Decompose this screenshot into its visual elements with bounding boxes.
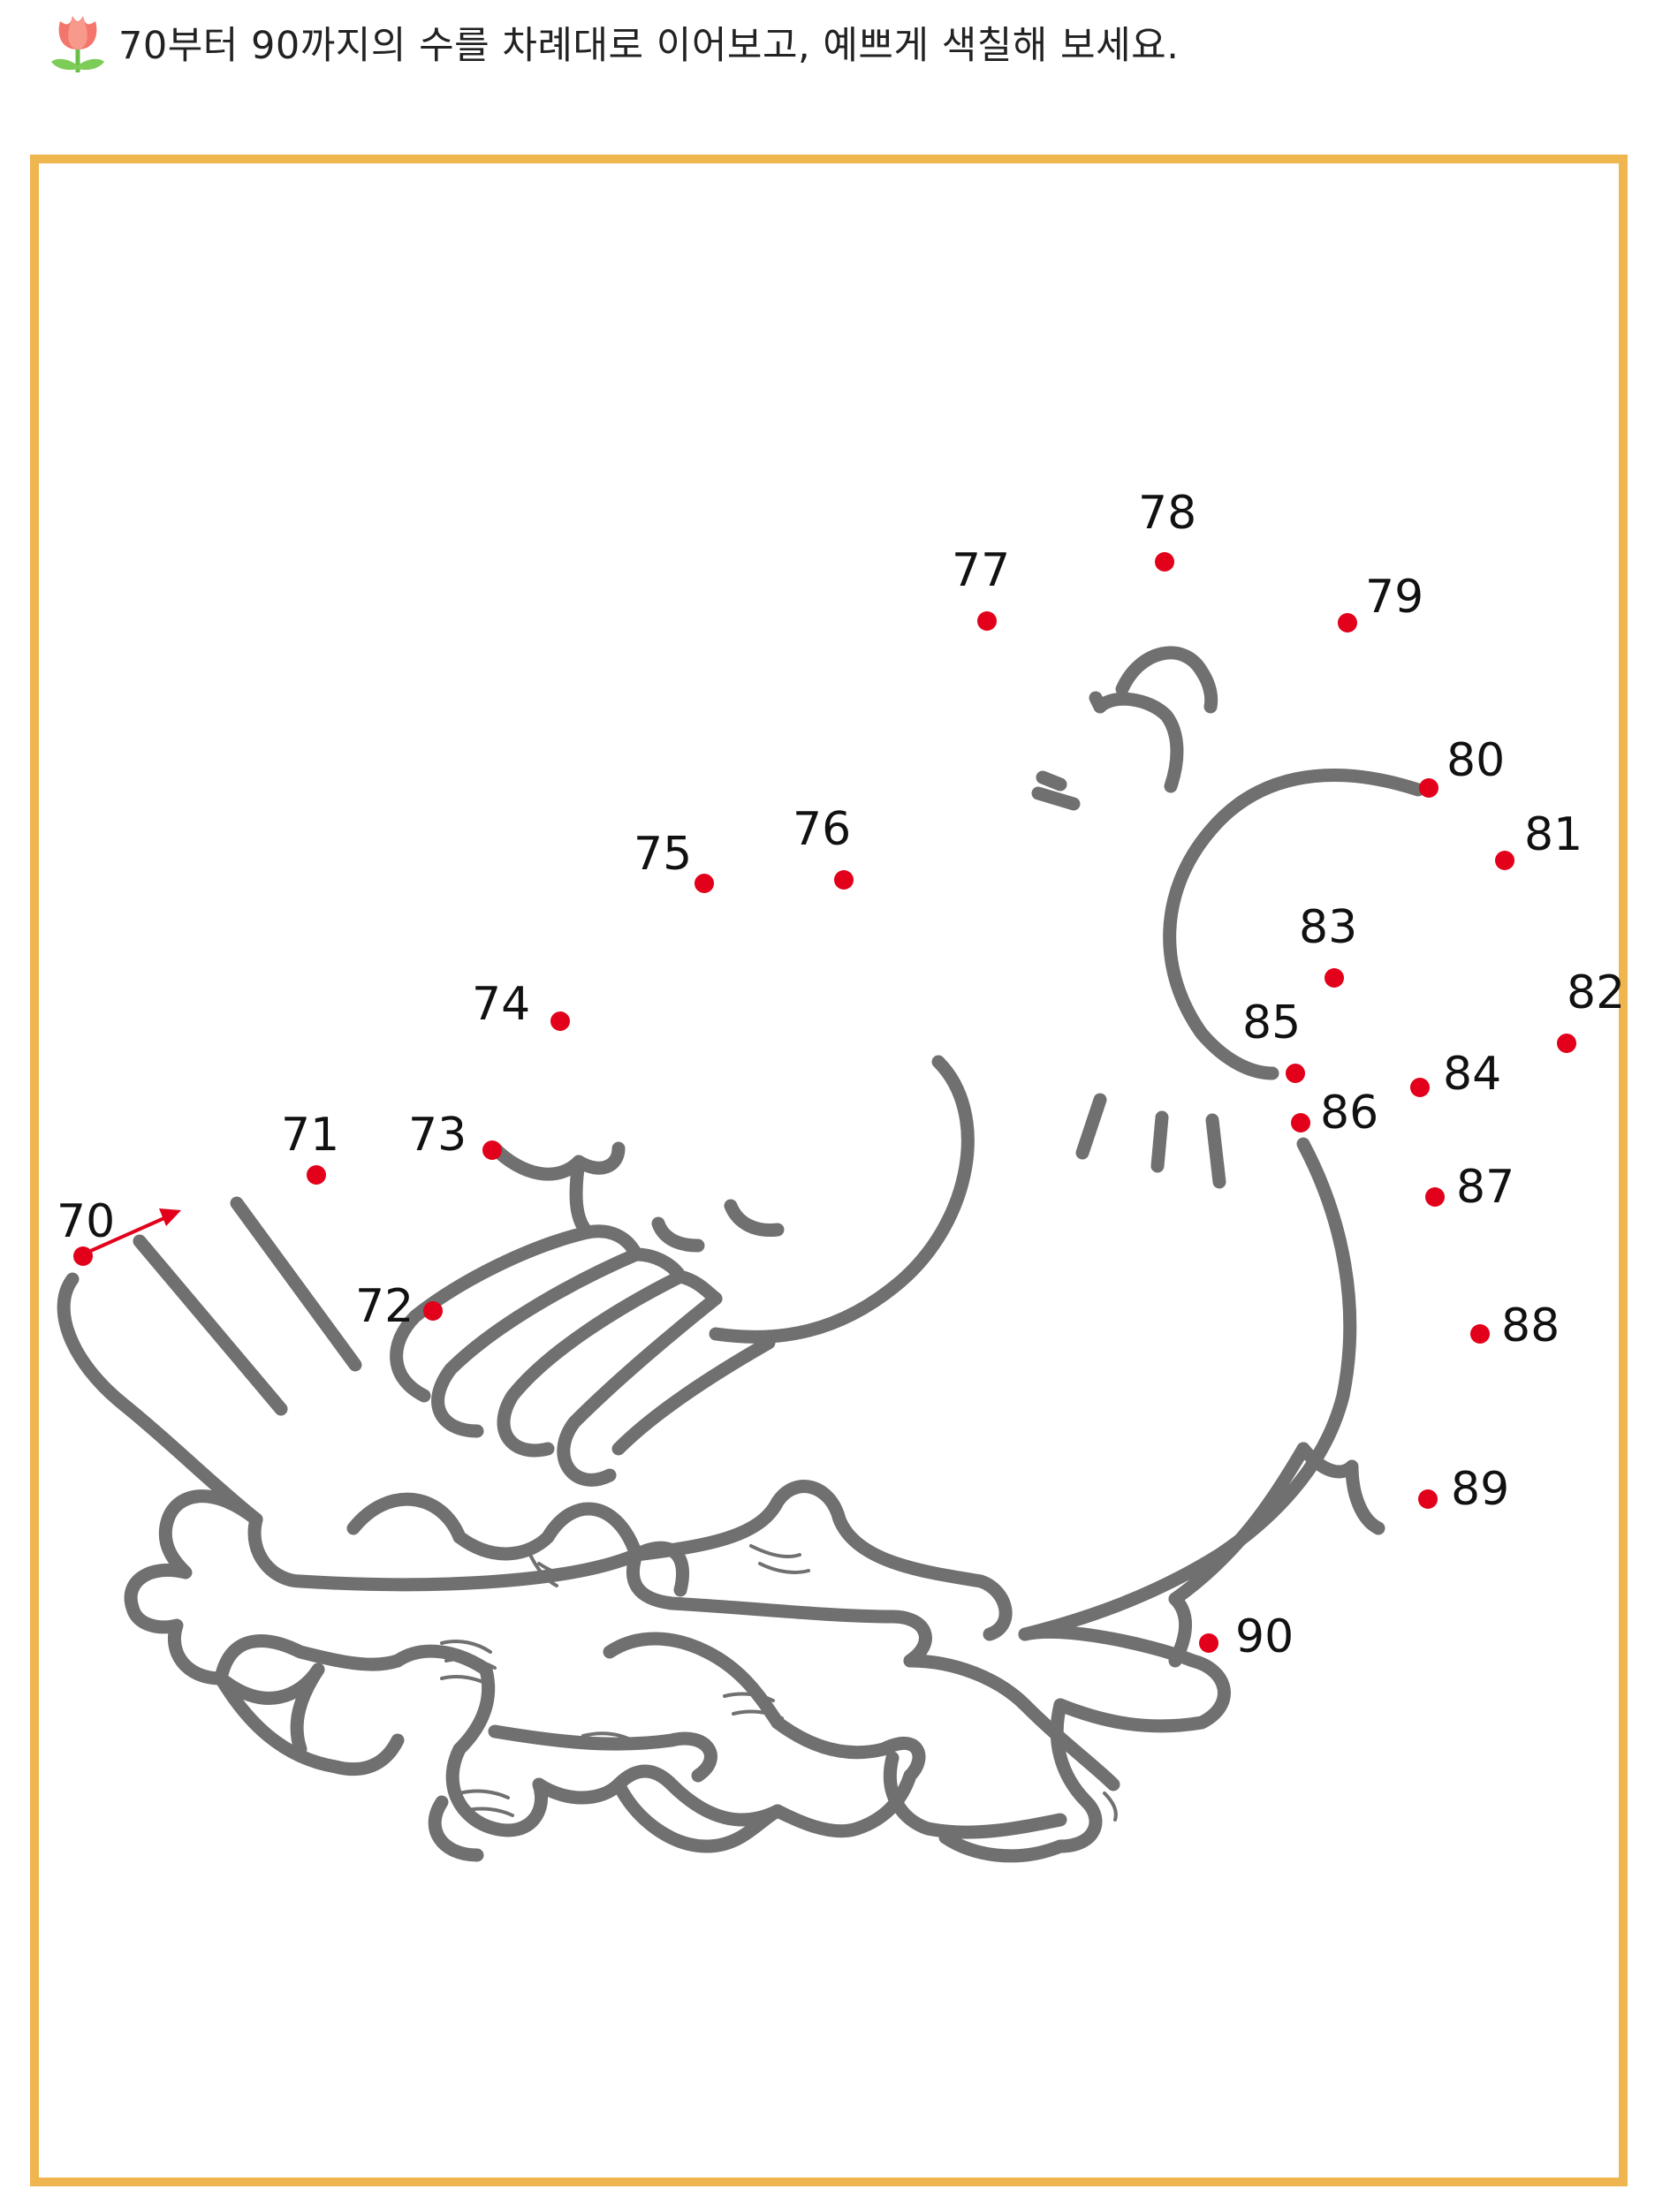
dot-label: 73 [408, 1109, 467, 1162]
start-arrow [86, 1208, 181, 1254]
dot-76: 76 [793, 803, 854, 890]
dot-label: 88 [1501, 1299, 1560, 1352]
dot-label: 72 [355, 1280, 414, 1333]
dot-marker [1199, 1633, 1218, 1653]
dot-marker [1470, 1324, 1490, 1344]
dot-label: 84 [1443, 1048, 1501, 1101]
instruction: 70부터 90까지의 수를 차례대로 이어보고, 예쁘게 색칠해 보세요. [44, 7, 1179, 78]
dot-87: 87 [1425, 1161, 1514, 1214]
dot-79: 79 [1338, 571, 1423, 633]
dot-label: 74 [472, 978, 530, 1031]
dot-70: 70 [57, 1195, 115, 1266]
dot-label: 80 [1446, 734, 1505, 787]
dot-marker [1325, 968, 1344, 988]
dot-77: 77 [952, 544, 1010, 631]
dot-marker [1557, 1034, 1576, 1053]
dot-marker [1425, 1187, 1445, 1207]
dot-72: 72 [355, 1280, 443, 1333]
dot-marker [1418, 1489, 1438, 1509]
dot-80: 80 [1419, 734, 1505, 798]
dot-label: 85 [1242, 996, 1301, 1049]
dot-marker [1495, 851, 1514, 870]
dot-marker [1419, 778, 1438, 798]
dot-label: 77 [952, 544, 1010, 597]
dot-label: 82 [1567, 966, 1625, 1019]
dot-marker [482, 1140, 502, 1160]
dot-marker [1410, 1078, 1430, 1097]
dot-78: 78 [1138, 487, 1196, 572]
dot-marker [550, 1011, 570, 1031]
dot-label: 79 [1365, 571, 1423, 624]
dot-73: 73 [408, 1109, 502, 1162]
dot-75: 75 [634, 828, 714, 893]
dot-71: 71 [281, 1109, 339, 1185]
dot-marker [834, 870, 854, 890]
dot-label: 81 [1524, 808, 1583, 861]
dot-marker [73, 1246, 93, 1266]
dot-74: 74 [472, 978, 570, 1031]
dot-marker [695, 874, 714, 893]
dot-label: 71 [281, 1109, 339, 1162]
dot-label: 75 [634, 828, 692, 881]
dot-label: 87 [1456, 1161, 1514, 1214]
dot-marker [1286, 1064, 1305, 1083]
tulip-icon [51, 16, 104, 72]
dot-label: 78 [1138, 487, 1196, 540]
dot-marker [307, 1165, 326, 1185]
dot-81: 81 [1495, 808, 1583, 870]
dots-layer: 70 71 72 73 74 75 76 77 78 79 80 81 82 83 84 85 86 87 88 89… [57, 487, 1625, 1663]
dot-89: 89 [1418, 1463, 1509, 1516]
dot-83: 83 [1299, 901, 1357, 988]
dot-marker [1338, 613, 1357, 633]
dot-marker [1155, 552, 1174, 572]
dot-label: 70 [57, 1195, 115, 1248]
instruction-text: 70부터 90까지의 수를 차례대로 이어보고, 예쁘게 색칠해 보세요. [118, 24, 1180, 68]
dot-label: 83 [1299, 901, 1357, 954]
dot-90: 90 [1199, 1610, 1294, 1663]
dot-86: 86 [1291, 1087, 1378, 1140]
dot-84: 84 [1410, 1048, 1501, 1101]
dot-label: 76 [793, 803, 851, 856]
dot-82: 82 [1557, 966, 1625, 1053]
dot-marker [977, 611, 997, 631]
dot-label: 90 [1235, 1610, 1294, 1663]
nest-texture [440, 1544, 1118, 1822]
bird-outline [57, 646, 1425, 1863]
dot-85: 85 [1242, 996, 1305, 1083]
dot-label: 86 [1320, 1087, 1378, 1140]
dot-88: 88 [1470, 1299, 1560, 1352]
dot-label: 89 [1451, 1463, 1509, 1516]
worksheet-frame [30, 155, 1628, 2186]
dot-marker [1291, 1113, 1310, 1133]
dot-marker [423, 1301, 443, 1321]
